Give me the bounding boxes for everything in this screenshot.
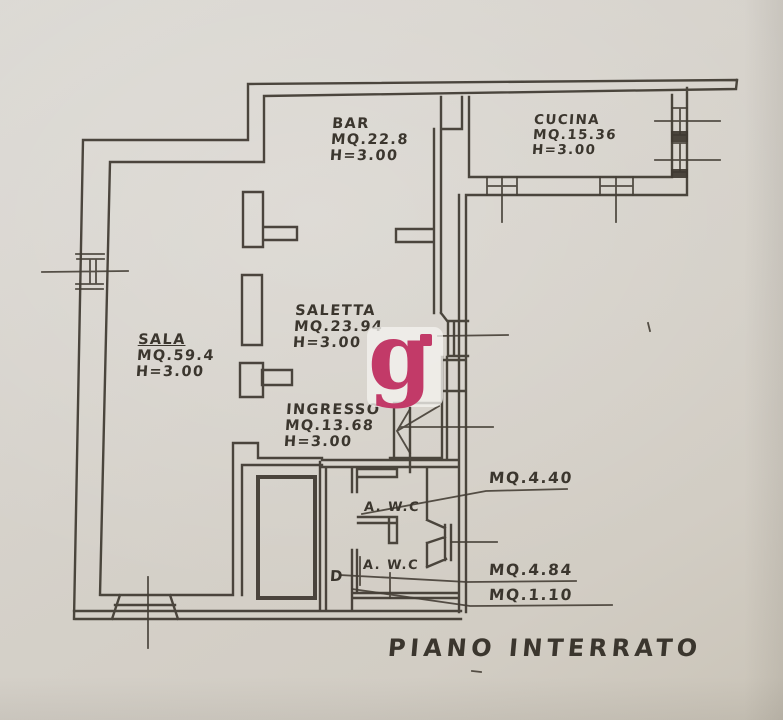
wall-pier: [671, 131, 688, 142]
watermark-letter: g: [368, 302, 433, 410]
room-area: MQ.13.68: [284, 418, 375, 434]
room-name: CUCINA: [533, 112, 601, 128]
annotation-mq-4-84: MQ.4.84: [488, 561, 573, 579]
annotation-mq-4-40: MQ.4.40: [488, 469, 573, 487]
annotation-mq-1-10: MQ.1.10: [488, 586, 573, 604]
room-name: D: [329, 567, 345, 585]
room-label-wc-lower: A. W.C: [362, 558, 420, 573]
annotation-text: MQ.4.40: [488, 469, 574, 487]
wall-pier: [671, 169, 688, 178]
leader-lines: [339, 321, 652, 673]
room-name: A. W.C: [362, 558, 420, 573]
room-height: H=3.00: [283, 434, 353, 450]
room-name: INGRESSO: [285, 402, 381, 418]
room-label-sala: SALA MQ.59.4 H=3.00: [135, 332, 216, 380]
watermark-logo: g: [367, 302, 443, 410]
watermark-dot-icon: [420, 334, 432, 346]
room-height: H=3.00: [329, 148, 399, 164]
room-area: MQ.15.36: [532, 127, 618, 143]
room-label-bar: BAR MQ.22.8 H=3.00: [329, 116, 410, 164]
room-area: MQ.22.8: [330, 132, 410, 148]
room-label-cucina: CUCINA MQ.15.36 H=3.00: [531, 112, 618, 158]
room-name: BAR: [331, 116, 371, 132]
room-area: MQ.59.4: [136, 348, 216, 364]
room-label-wc-upper: A. W.C: [363, 500, 421, 515]
room-height: H=3.00: [135, 364, 205, 380]
room-height: H=3.00: [531, 142, 597, 158]
room-label-ingresso: INGRESSO MQ.13.68 H=3.00: [283, 402, 381, 450]
interior-columns: [238, 190, 299, 399]
drawing-title: PIANO INTERRATO: [386, 634, 703, 662]
room-name: A. W.C: [363, 500, 421, 515]
annotation-text: MQ.4.84: [488, 561, 574, 579]
room-label-disimpegno: D: [329, 567, 345, 585]
annotation-text: MQ.1.10: [488, 586, 574, 604]
room-name: SALA: [137, 332, 187, 348]
stairs-arrow: [395, 404, 441, 455]
corridor-wall: [256, 475, 317, 600]
